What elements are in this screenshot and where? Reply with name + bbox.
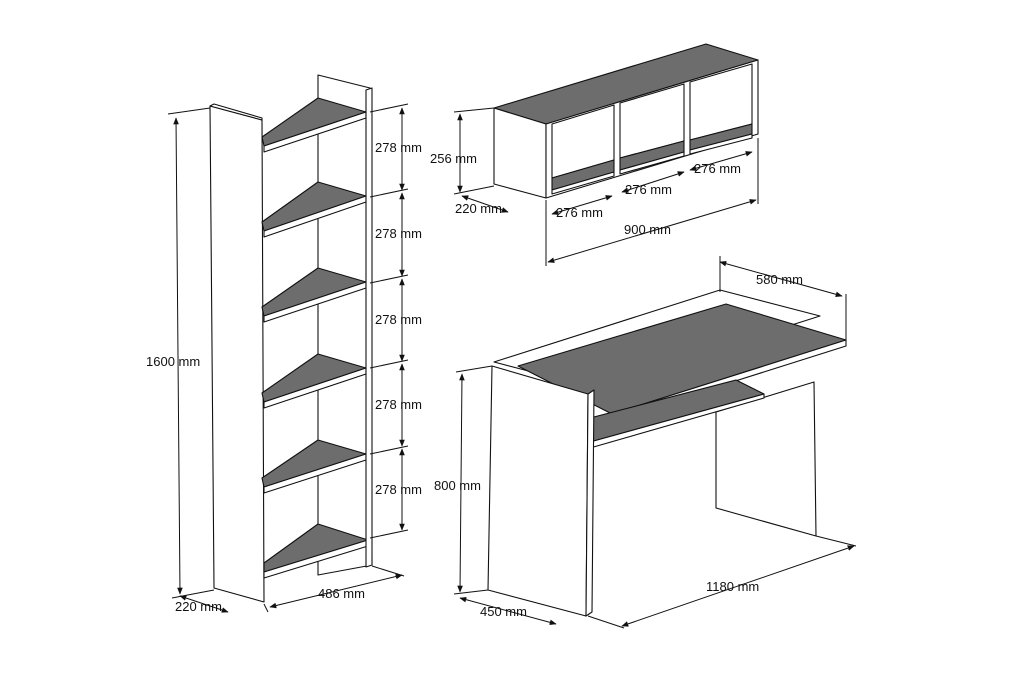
bookcase-depth-label: 220 mm [175, 599, 222, 614]
wall-shelf-width-label: 900 mm [624, 222, 671, 237]
desk-depth-label: 580 mm [756, 272, 803, 287]
bookcase-height-label: 1600 mm [146, 354, 200, 369]
bookcase-shelves [261, 97, 369, 579]
wall-shelf: 256 mm 220 mm 276 mm 276 mm 276 mm 900 m… [430, 43, 759, 266]
bookcase-width-label: 486 mm [318, 586, 365, 601]
wall-shelf-height-label: 256 mm [430, 151, 477, 166]
bookcase-shelf-label-4: 278 mm [375, 397, 422, 412]
desk: 580 mm 800 mm 450 mm 1180 mm [434, 256, 857, 629]
desk-height-label: 800 mm [434, 478, 481, 493]
bookcase-shelf-label-5: 278 mm [375, 482, 422, 497]
bookcase-shelf-label-2: 278 mm [375, 226, 422, 241]
wall-shelf-left-end [493, 107, 547, 199]
bookcase-left-panel-edge [209, 103, 263, 121]
bookcase-right-panel [317, 74, 373, 576]
wall-shelf-compartment-label-3: 276 mm [694, 161, 741, 176]
wall-shelf-compartment-label-2: 276 mm [625, 182, 672, 197]
bookcase-left-panel [209, 105, 265, 603]
desk-width-label: 1180 mm [706, 579, 759, 594]
desk-side-depth-label: 450 mm [480, 604, 527, 619]
bookcase-shelf-label-3: 278 mm [375, 312, 422, 327]
desk-left-panel [487, 365, 589, 617]
wall-shelf-depth-label: 220 mm [455, 201, 502, 216]
bookcase-shelf-dims [369, 103, 409, 539]
bookcase-shelf-label-1: 278 mm [375, 140, 422, 155]
wall-shelf-compartment-label-1: 276 mm [556, 205, 603, 220]
bookcase: 1600 mm 220 mm 486 mm 278 mm 278 mm 278 … [146, 74, 422, 614]
